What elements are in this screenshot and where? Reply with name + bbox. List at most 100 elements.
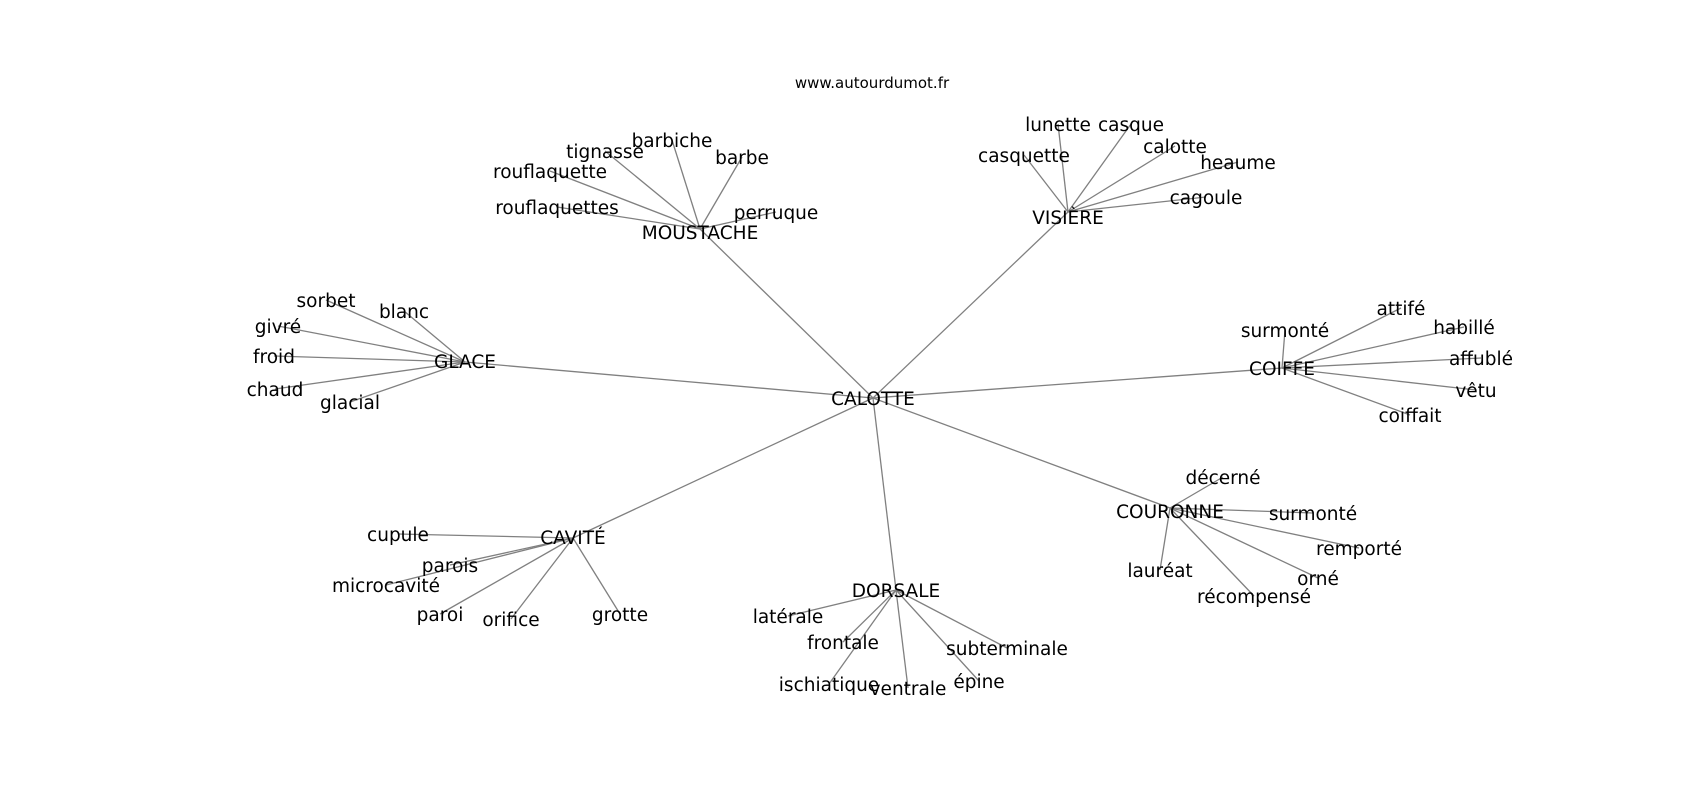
leaf-node-habille[interactable]: habillé [1433, 318, 1495, 339]
edge-dorsale-laterale [787, 589, 897, 617]
edge-center-moustache [699, 228, 874, 399]
edge-coiffe-coiffait [1281, 367, 1411, 416]
leaf-node-lunette[interactable]: lunette [1025, 115, 1091, 136]
leaf-node-grotte[interactable]: grotte [592, 605, 648, 626]
edge-moustache-rouflaquettes [556, 206, 701, 230]
edge-center-cavite [572, 397, 874, 539]
center-node[interactable]: CALOTTE [831, 389, 915, 410]
leaf-node-glacial[interactable]: glacial [320, 393, 380, 414]
edge-dorsale-epine [895, 589, 980, 682]
edge-coiffe-vetu [1281, 367, 1477, 391]
leaf-node-heaume[interactable]: heaume [1200, 153, 1276, 174]
leaf-node-barbiche[interactable]: barbiche [632, 131, 713, 152]
edge-center-dorsale [872, 397, 897, 591]
edge-visiere-heaume [1067, 161, 1239, 213]
edge-coiffe-attife [1281, 307, 1402, 369]
leaf-node-attife[interactable]: attifé [1377, 299, 1426, 320]
edge-glace-froid [273, 355, 466, 363]
edge-moustache-tignasse [604, 150, 701, 230]
edge-visiere-lunette [1057, 123, 1069, 213]
leaf-node-recompense[interactable]: récompensé [1197, 587, 1311, 608]
leaf-node-subterminale[interactable]: subterminale [946, 639, 1068, 660]
leaf-node-rouflaquettes[interactable]: rouflaquettes [495, 198, 619, 219]
graph-edges [273, 123, 1482, 689]
leaf-node-rouflaquette[interactable]: rouflaquette [493, 162, 607, 183]
edge-center-couronne [872, 397, 1171, 509]
leaf-node-epine[interactable]: épine [953, 672, 1004, 693]
edge-glace-glacial [349, 361, 466, 403]
leaf-node-casque[interactable]: casque [1098, 115, 1164, 136]
leaf-node-froid[interactable]: froid [253, 347, 295, 368]
edge-glace-givre [277, 325, 466, 363]
leaf-node-parois[interactable]: parois [422, 556, 478, 577]
graph-labels: www.autourdumot.fr CALOTTE MOUSTACHE barb… [247, 74, 1513, 700]
leaf-node-tignasse[interactable]: tignasse [566, 142, 644, 163]
leaf-node-orne[interactable]: orné [1297, 569, 1339, 590]
edge-visiere-casque [1067, 123, 1132, 213]
leaf-node-chaud[interactable]: chaud [247, 380, 304, 401]
leaf-node-casquette[interactable]: casquette [978, 146, 1070, 167]
edge-cavite-cupule [397, 533, 574, 539]
edge-glace-chaud [274, 361, 466, 390]
edge-coiffe-habille [1281, 326, 1465, 369]
edge-couronne-laureat [1159, 507, 1171, 571]
hub-node-couronne[interactable]: COURONNE [1116, 502, 1224, 523]
edge-moustache-perruque [699, 211, 777, 230]
hub-node-visiere[interactable]: VISIÈRE [1032, 207, 1104, 229]
leaf-node-frontale[interactable]: frontale [807, 633, 879, 654]
leaf-node-perruque[interactable]: perruque [734, 203, 819, 224]
leaf-node-barbe[interactable]: barbe [715, 148, 769, 169]
edge-visiere-calotte [1067, 145, 1176, 213]
leaf-node-paroi[interactable]: paroi [417, 605, 464, 626]
leaf-node-ventrale[interactable]: ventrale [870, 679, 947, 700]
leaf-node-cagoule[interactable]: cagoule [1170, 188, 1243, 209]
leaf-node-remporte[interactable]: remporté [1316, 539, 1402, 560]
edge-cavite-grotte [572, 537, 621, 615]
leaf-node-laterale[interactable]: latérale [753, 607, 824, 628]
edge-cavite-paroi [439, 537, 574, 615]
leaf-node-cupule[interactable]: cupule [367, 525, 429, 546]
leaf-node-decerne[interactable]: décerné [1185, 468, 1260, 489]
edge-center-glace [464, 361, 874, 399]
edge-dorsale-ventrale [895, 589, 909, 689]
edge-glace-sorbet [325, 299, 466, 363]
edge-coiffe-affuble [1281, 357, 1482, 369]
hub-node-cavite[interactable]: CAVITÉ [540, 527, 606, 549]
edge-couronne-orne [1169, 507, 1319, 579]
leaf-node-calotte[interactable]: calotte [1143, 137, 1207, 158]
edge-visiere-cagoule [1067, 196, 1207, 213]
edge-moustache-barbiche [671, 139, 701, 230]
edge-dorsale-subterminale [895, 589, 1008, 649]
edge-cavite-orifice [510, 537, 574, 620]
leaf-node-givre[interactable]: givré [255, 317, 301, 338]
edge-glace-blanc [403, 310, 466, 363]
edge-couronne-remporte [1169, 507, 1360, 549]
site-url[interactable]: www.autourdumot.fr [795, 74, 950, 92]
edge-center-coiffe [872, 367, 1283, 399]
edge-center-visiere [872, 211, 1069, 399]
hub-node-dorsale[interactable]: DORSALE [852, 581, 940, 602]
leaf-node-orifice[interactable]: orifice [482, 610, 539, 631]
edge-moustache-rouflaquette [549, 170, 701, 230]
edge-couronne-recompense [1169, 507, 1255, 597]
edge-couronne-surmonte2 [1169, 507, 1314, 514]
leaf-node-vetu[interactable]: vêtu [1455, 381, 1496, 402]
hub-node-coiffe[interactable]: COIFFE [1249, 359, 1315, 380]
edge-cavite-microcavite [385, 537, 574, 586]
leaf-node-affuble[interactable]: affublé [1449, 349, 1513, 370]
edge-dorsale-frontale [842, 589, 897, 643]
edge-dorsale-ischiatique [828, 589, 897, 685]
edge-visiere-casquette [1023, 154, 1069, 213]
leaf-node-blanc[interactable]: blanc [379, 302, 429, 323]
leaf-node-ischiatique[interactable]: ischiatique [779, 675, 879, 696]
leaf-node-coiffait[interactable]: coiffait [1378, 406, 1441, 427]
leaf-node-microcavite[interactable]: microcavité [332, 576, 440, 597]
hub-node-moustache[interactable]: MOUSTACHE [642, 223, 759, 244]
leaf-node-surmonte2[interactable]: surmonté [1269, 504, 1357, 525]
edge-couronne-decerne [1169, 476, 1224, 509]
leaf-node-surmonte[interactable]: surmonté [1241, 321, 1329, 342]
hub-node-glace[interactable]: GLACE [434, 352, 496, 373]
leaf-node-laureat[interactable]: lauréat [1127, 561, 1192, 582]
leaf-node-sorbet[interactable]: sorbet [297, 291, 356, 312]
